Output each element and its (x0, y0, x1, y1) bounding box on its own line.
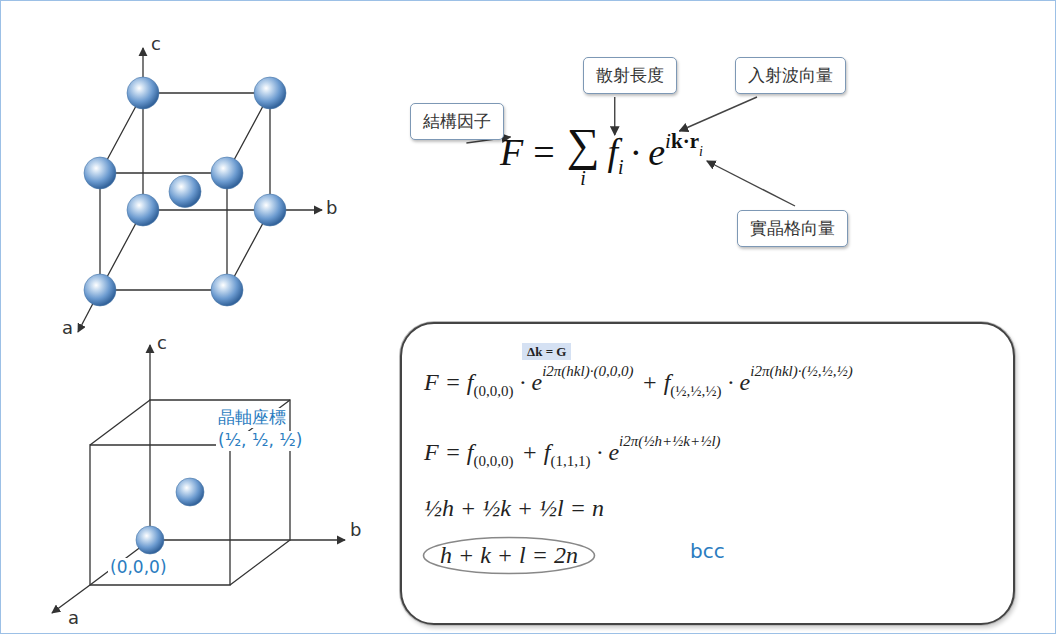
formula-symbol: ∑ (567, 122, 600, 168)
equation-line: F = f(0,0,0)· ei2π(hkl)·(0,0,0)+ f(½,½,½… (424, 368, 853, 397)
atom (136, 526, 164, 554)
leader-arrow (679, 97, 757, 131)
equation-term: · e (520, 369, 543, 395)
callout-label: 實晶格向量 (750, 218, 835, 238)
cube-front-face (100, 173, 227, 290)
subscript: (0,0,0) (474, 383, 514, 399)
formula-symbol: = (533, 131, 554, 173)
condition: Δk = G (522, 343, 571, 360)
atom (211, 274, 243, 306)
cube-edges (90, 400, 290, 585)
cube-edges (100, 93, 270, 290)
coordinate-label: (0,0,0) (108, 558, 169, 578)
coordinate-caption: 晶軸座標 (216, 408, 288, 428)
axis-label: a (68, 608, 79, 629)
equation-term: F = f (424, 439, 474, 465)
exponent: i2π(½h+½k+½l) (619, 433, 721, 449)
atom (169, 176, 201, 208)
bcc-atoms (84, 77, 286, 306)
axis-label: b (350, 520, 361, 541)
formula-symbol: i (699, 144, 703, 159)
cube-back-face (143, 93, 270, 210)
exponent: i2π(hkl)·(0,0,0) (542, 363, 633, 379)
equation-line: ½h + ½k + ½l = n (424, 494, 604, 523)
equation-term: · e (728, 369, 751, 395)
equation-term: + f (522, 439, 551, 465)
atom (254, 77, 286, 109)
structure-factor-formula: F=∑ifi·eik·ri (500, 122, 703, 188)
result-ellipse: h + k + l = 2n (422, 536, 596, 575)
callout-box: 入射波向量 (735, 57, 846, 94)
atom (127, 77, 159, 109)
atom (176, 478, 204, 506)
equation-term: F = f (424, 369, 474, 395)
axis-label: b (326, 198, 337, 219)
summation: ∑i (567, 122, 600, 188)
formula-symbol: i (567, 168, 600, 188)
callout-label: 散射長度 (596, 65, 664, 85)
callout-box: 結構因子 (410, 103, 504, 140)
formula-symbol: e (648, 131, 665, 173)
axis-label: c (151, 34, 161, 55)
callout-box: 散射長度 (583, 57, 677, 94)
basis-cube (52, 345, 345, 613)
ellipse-shape (424, 538, 595, 574)
result-equation: h + k + l = 2n (440, 541, 578, 570)
cube-back-face (150, 400, 290, 540)
callout-label: 結構因子 (423, 111, 491, 131)
atom (84, 157, 116, 189)
subscript: (½,½,½) (670, 383, 721, 399)
atom (211, 157, 243, 189)
axis-label: c (157, 333, 167, 354)
equation: ½h + ½k + ½l = n (424, 495, 604, 521)
formula-symbol: · (630, 131, 643, 173)
formula-symbol: F (500, 131, 523, 173)
callout-box: 實晶格向量 (737, 210, 848, 247)
subscript: (0,0,0) (474, 453, 514, 469)
formula-symbol: k·r (671, 129, 699, 153)
equation-line: Δk = G (522, 334, 571, 363)
equation-panel: Δk = GF = f(0,0,0)· ei2π(hkl)·(0,0,0)+ f… (400, 322, 1015, 625)
bcc-cube (78, 48, 322, 332)
subscript: (1,1,1) (550, 453, 590, 469)
equation-line: F = f(0,0,0)+ f(1,1,1)· ei2π(½h+½k+½l) (424, 438, 721, 467)
formula-symbol: i (665, 129, 671, 153)
formula-symbol: f (607, 131, 618, 173)
callout-label: 入射波向量 (748, 65, 833, 85)
cube-front-face (90, 445, 230, 585)
atom (84, 274, 116, 306)
exponent: i2π(hkl)·(½,½,½) (750, 363, 853, 379)
axis-c (149, 345, 150, 400)
axis-label: a (62, 318, 73, 339)
basis-atoms (136, 478, 204, 554)
axis-b (290, 539, 345, 540)
atom (254, 194, 286, 226)
equation-term: · e (596, 439, 619, 465)
equation-term: + f (641, 369, 670, 395)
leader-arrow (707, 161, 795, 206)
formula-symbol: i (618, 156, 624, 178)
coordinate-label: (½, ½, ½) (216, 431, 304, 451)
lattice-type: bcc (690, 540, 725, 563)
leader-arrow (614, 97, 615, 135)
atom (127, 194, 159, 226)
